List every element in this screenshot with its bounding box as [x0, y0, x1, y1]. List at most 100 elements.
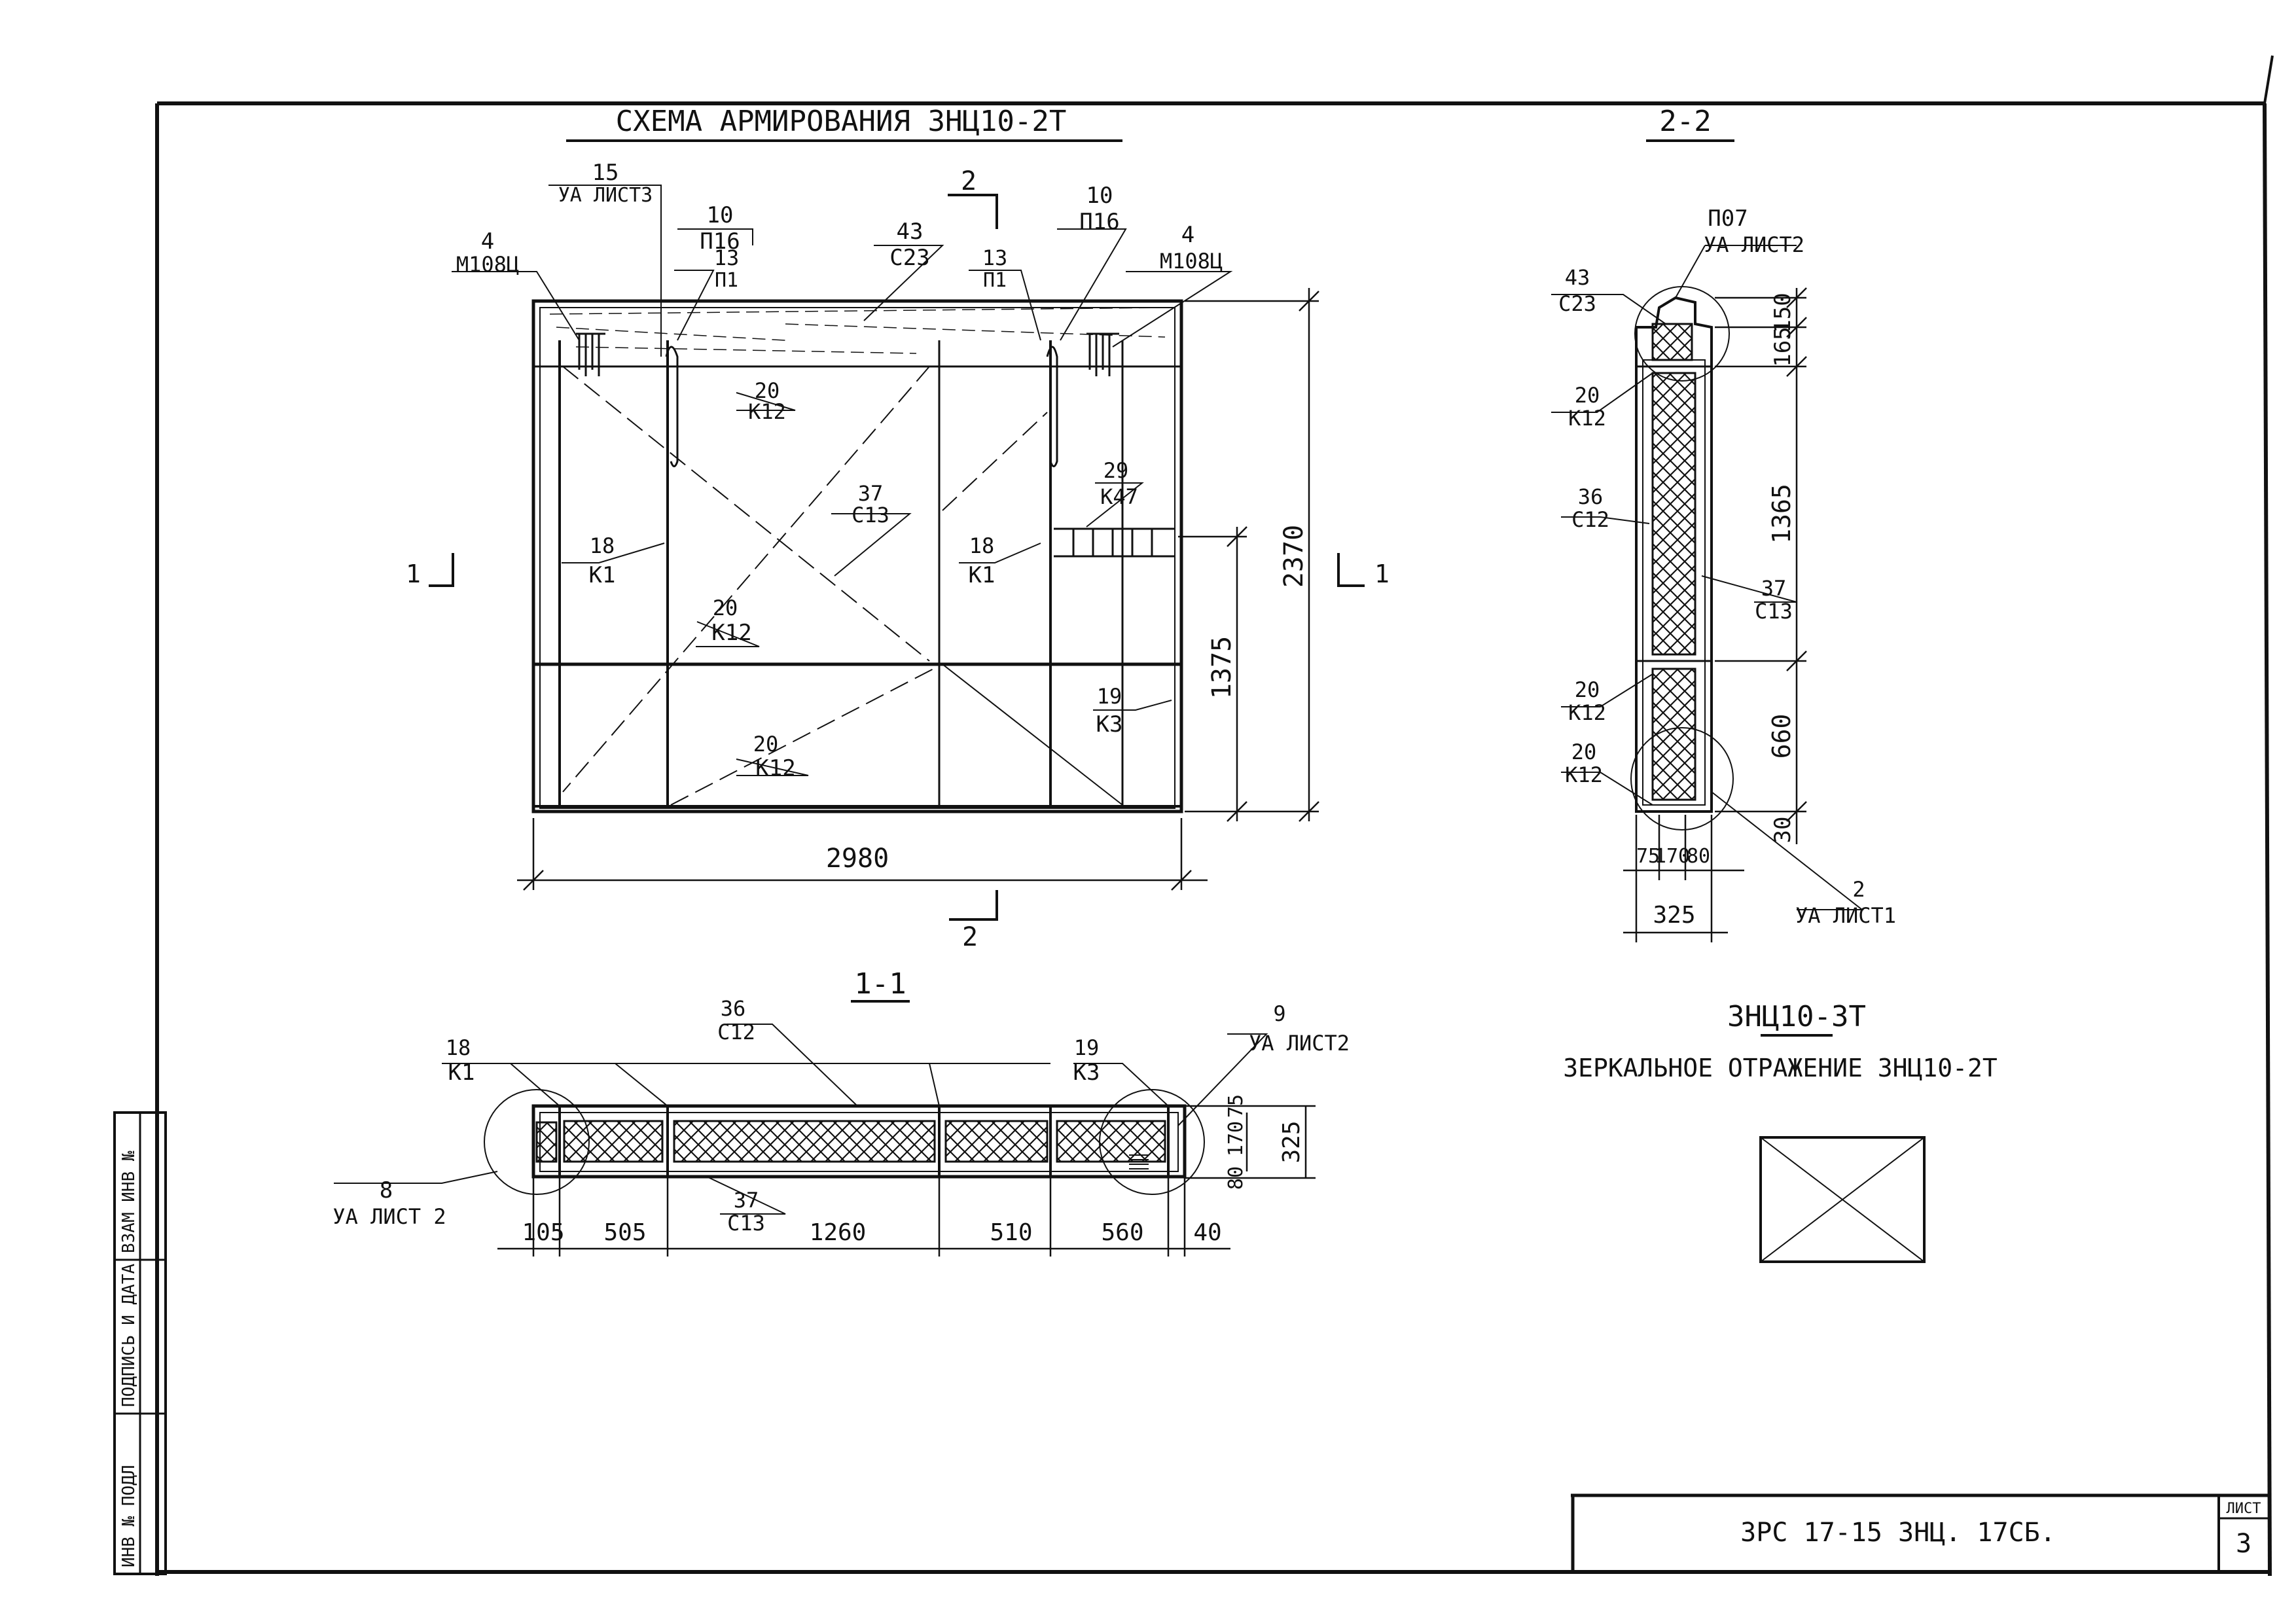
- mark-4b: 4: [1181, 222, 1194, 248]
- mark-10a: 10: [707, 202, 734, 228]
- mark-20b: 20: [713, 596, 738, 620]
- s11-vdim-a: 75: [1225, 1094, 1247, 1118]
- s22-mark-20c: 20: [1571, 740, 1597, 764]
- mark-15-ref: УА ЛИСТ3: [558, 184, 653, 207]
- cut-2-top: 2: [961, 166, 977, 196]
- mark-13a-ref: П1: [715, 269, 738, 292]
- dim-side: 1375: [1207, 636, 1237, 699]
- s22-mark-20a: 20: [1575, 383, 1600, 408]
- mark-43: 43: [897, 219, 924, 245]
- mark-18b-ref: К1: [969, 562, 996, 588]
- side-stamp: ИНВ № ПОДЛ ПОДПИСЬ И ДАТА ВЗАМ ИНВ №: [113, 1111, 167, 1575]
- cut-1-left: 1: [406, 560, 421, 588]
- section-2-2-title: 2-2: [1659, 105, 1711, 138]
- mark-4a-ref: М108Ц: [456, 252, 519, 277]
- variant-block: ЗНЦ10-3Т ЗЕРКАЛЬНОЕ ОТРАЖЕНИЕ ЗНЦ10-2Т: [1563, 1000, 1998, 1263]
- s22-mark-37-ref: С13: [1755, 599, 1793, 624]
- mark-37-ref: С13: [852, 503, 889, 527]
- dim-height: 2370: [1279, 525, 1309, 588]
- s22-vdim-a: 150: [1770, 293, 1796, 332]
- mark-20c-ref: К12: [755, 755, 795, 781]
- s11-dim-4: 560: [1101, 1219, 1143, 1246]
- s22-vdim-d: 660: [1767, 714, 1796, 759]
- s22-hdim-b: 170: [1655, 845, 1690, 868]
- s11-vdim-c: 80: [1225, 1166, 1247, 1190]
- sheet-label: ЛИСТ: [2227, 1501, 2261, 1517]
- s11-dim-5: 40: [1193, 1219, 1221, 1246]
- s22-mark-43-ref: С23: [1558, 291, 1596, 316]
- s11-dim-1: 505: [603, 1219, 646, 1246]
- s11-mark-36: 36: [721, 996, 746, 1021]
- mark-43-ref: С23: [889, 245, 929, 271]
- variant-title: ЗНЦ10-3Т: [1727, 1000, 1866, 1033]
- mark-10a-ref: П16: [700, 228, 740, 255]
- sheet-frame: [155, 55, 2274, 1577]
- s22-vdim-c: 1365: [1767, 484, 1796, 544]
- s22-mark-p07-ref: УА ЛИСТ2: [1704, 232, 1804, 257]
- side-stamp-vzam: ВЗАМ ИНВ №: [119, 1150, 139, 1253]
- s22-hdim-total: 325: [1653, 902, 1695, 929]
- s11-mark-8-ref: УА ЛИСТ 2: [332, 1204, 446, 1229]
- s22-mark-2: 2: [1852, 877, 1865, 902]
- mark-4a: 4: [481, 228, 494, 255]
- mark-37: 37: [858, 481, 884, 506]
- mark-15: 15: [592, 160, 619, 186]
- title-block: ЗРС 17-15 ЗНЦ. 17СБ. ЛИСТ 3: [1571, 1493, 2270, 1572]
- s11-mark-9-ref: УА ЛИСТ2: [1249, 1031, 1350, 1056]
- main-title: СХЕМА АРМИРОВАНИЯ ЗНЦ10-2Т: [616, 105, 1067, 138]
- mark-19: 19: [1097, 684, 1122, 709]
- mark-18a-ref: К1: [589, 562, 616, 588]
- s22-hdim-a: 75: [1636, 845, 1660, 868]
- variant-text: ЗЕРКАЛЬНОЕ ОТРАЖЕНИЕ ЗНЦ10-2Т: [1563, 1054, 1997, 1082]
- s11-dim-3: 510: [990, 1219, 1032, 1246]
- s11-mark-9: 9: [1273, 1001, 1285, 1026]
- drawing-code: ЗРС 17-15 ЗНЦ. 17СБ.: [1740, 1518, 2056, 1548]
- s11-vdim-total: 325: [1278, 1120, 1305, 1163]
- side-stamp-inv: ИНВ № ПОДЛ: [119, 1465, 139, 1567]
- s22-vdim-b: 165: [1770, 327, 1796, 366]
- s22-mark-p07: П07: [1708, 205, 1748, 232]
- s11-mark-8: 8: [380, 1177, 393, 1204]
- mark-20a-ref: К12: [748, 399, 786, 424]
- cut-1-right: 1: [1374, 560, 1390, 588]
- mark-13b-ref: П1: [983, 269, 1007, 292]
- s22-vdim-e: 30: [1770, 817, 1796, 844]
- mark-19-ref: К3: [1096, 711, 1123, 738]
- s22-mark-20a-ref: К12: [1568, 406, 1606, 431]
- s11-mark-36-ref: С12: [717, 1020, 755, 1044]
- s11-dim-0: 105: [522, 1219, 564, 1246]
- s11-mark-18-ref: К1: [448, 1060, 475, 1086]
- mark-10b: 10: [1086, 183, 1113, 209]
- s22-mark-37: 37: [1761, 576, 1787, 601]
- mark-13a: 13: [714, 245, 740, 270]
- s22-mark-20c-ref: К12: [1565, 762, 1603, 787]
- s22-mark-36-ref: С12: [1571, 507, 1609, 532]
- s11-dim-2: 1260: [810, 1219, 867, 1246]
- s11-mark-19-ref: К3: [1073, 1060, 1100, 1086]
- s22-mark-2-ref: УА ЛИСТ1: [1795, 903, 1896, 928]
- s22-mark-36: 36: [1578, 484, 1604, 509]
- mark-4b-ref: М108Ц: [1160, 249, 1223, 274]
- side-stamp-sign: ПОДПИСЬ И ДАТА: [119, 1264, 139, 1407]
- section-2-2: 2-2 П07 УА ЛИСТ2 43 С23 20 К12: [1551, 105, 1896, 942]
- cut-2-bottom: 2: [962, 922, 978, 952]
- mark-18a: 18: [590, 533, 615, 558]
- mark-20c: 20: [753, 732, 779, 757]
- s22-mark-20b-ref: К12: [1568, 700, 1606, 725]
- s22-mark-43: 43: [1565, 265, 1590, 290]
- sheet-number: 3: [2236, 1529, 2251, 1559]
- mark-10b-ref: П16: [1079, 209, 1119, 235]
- mark-20a: 20: [755, 378, 780, 403]
- s11-mark-18: 18: [446, 1035, 471, 1060]
- dim-width: 2980: [826, 844, 889, 874]
- s22-mark-20b: 20: [1575, 677, 1600, 702]
- mark-20b-ref: К12: [711, 620, 751, 646]
- s11-mark-37-ref: С13: [727, 1211, 765, 1236]
- s11-vdim-b: 170: [1225, 1121, 1247, 1156]
- s11-mark-19: 19: [1074, 1035, 1100, 1060]
- insulation-hatch: [535, 1120, 1166, 1163]
- mark-29-ref: К47: [1100, 484, 1138, 509]
- s22-hdim-c: 80: [1687, 845, 1710, 868]
- mark-18b: 18: [969, 533, 995, 558]
- mark-29: 29: [1103, 458, 1129, 483]
